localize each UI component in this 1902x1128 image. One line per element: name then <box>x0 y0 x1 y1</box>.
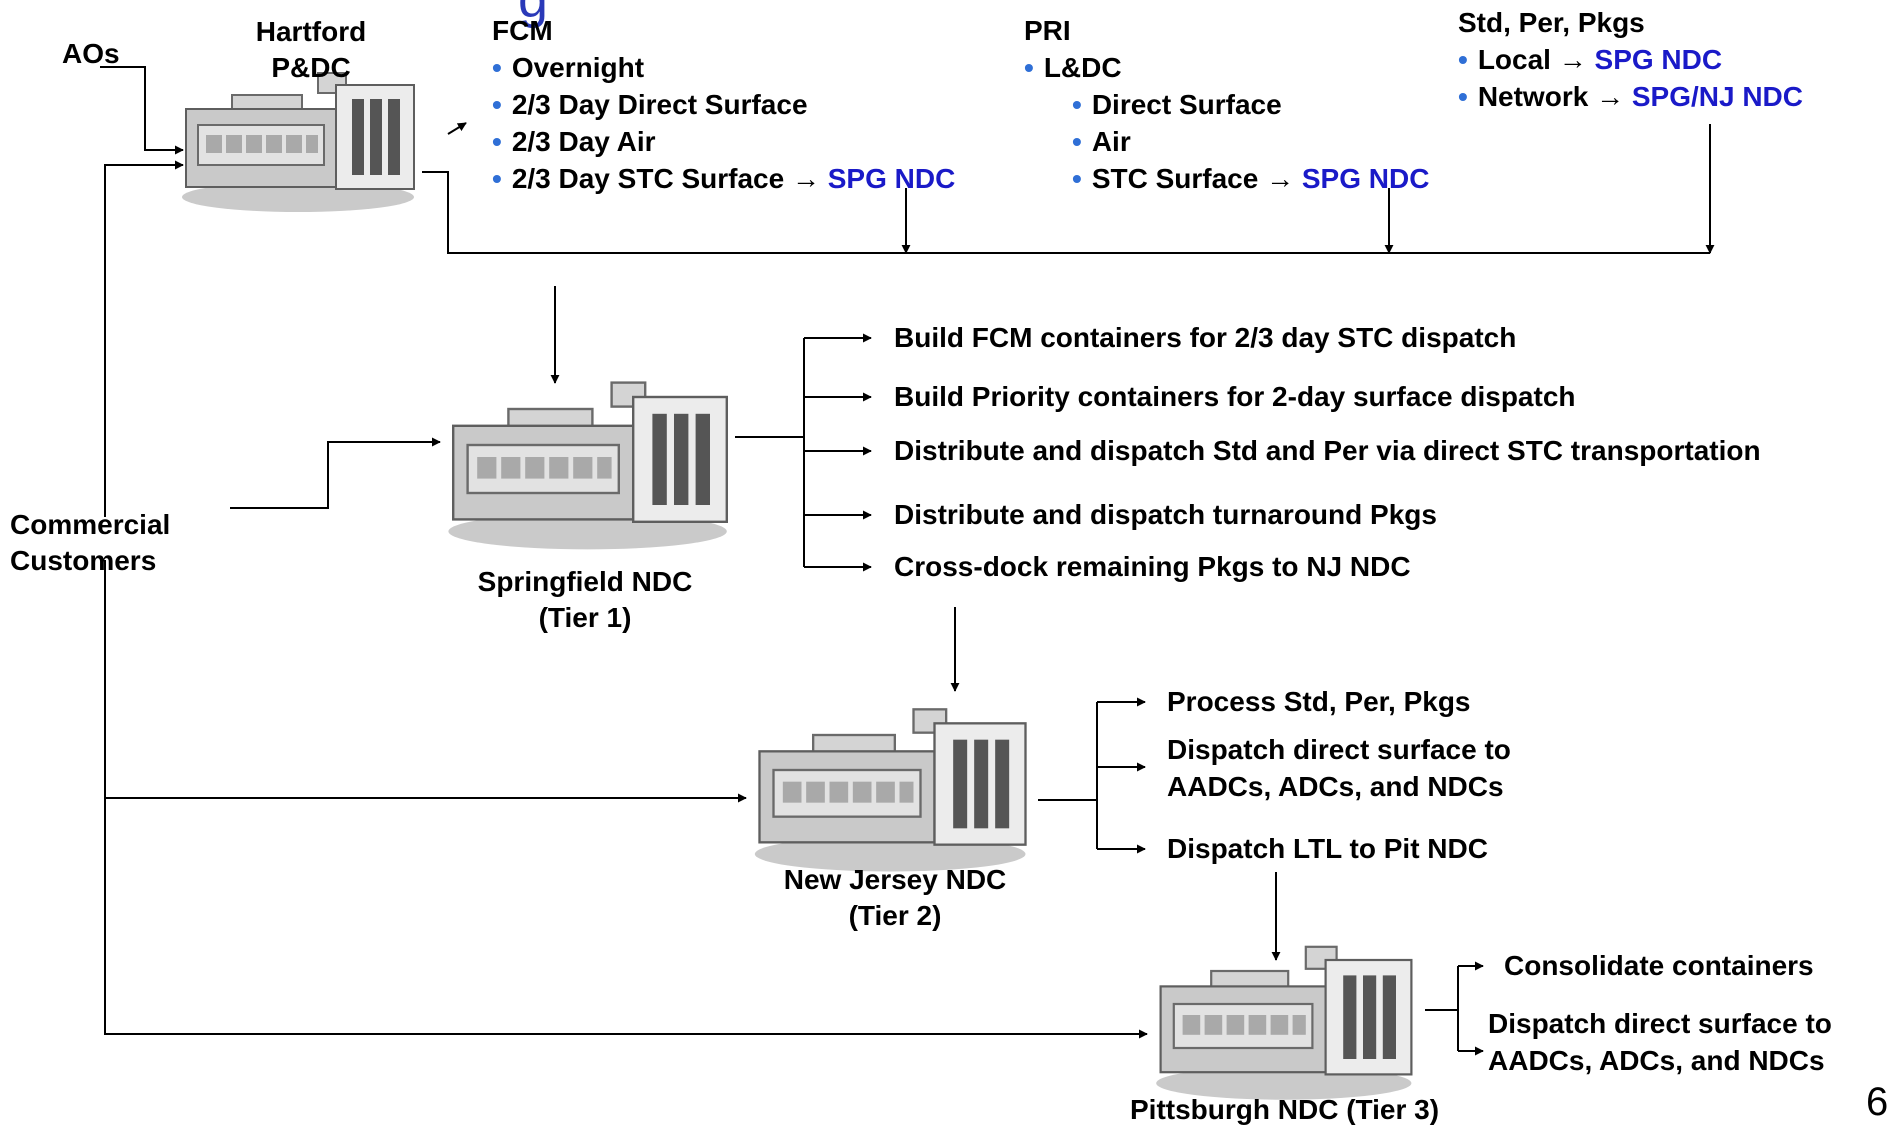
list-item: •2/3 Day STC Surface → SPG NDC <box>492 163 956 194</box>
pittsburgh-label: Pittsburgh NDC (Tier 3) <box>1130 1094 1440 1125</box>
pri-block: PRI •L&DC •Direct Surface •Air •STC Surf… <box>1024 12 1429 197</box>
springfield-action: Build Priority containers for 2-day surf… <box>894 381 1576 412</box>
page-number: 6 <box>1866 1080 1889 1124</box>
pittsburgh-building-icon <box>1150 938 1422 1103</box>
newjersey-label: New Jersey NDC(Tier 2) <box>783 864 1007 931</box>
list-item: •Network → SPG/NJ NDC <box>1458 81 1803 112</box>
list-item: •2/3 Day Direct Surface <box>492 89 808 120</box>
springfield-action: Distribute and dispatch Std and Per via … <box>894 435 1761 466</box>
fcm-block: FCM •Overnight •2/3 Day Direct Surface •… <box>492 12 955 197</box>
pit-action-consolidate: Consolidate containers <box>1504 950 1814 981</box>
nj-action-ltl: Dispatch LTL to Pit NDC <box>1167 833 1488 864</box>
pri-heading: PRI <box>1024 15 1071 46</box>
list-item: •STC Surface → SPG NDC <box>1072 163 1430 194</box>
list-item: •Air <box>1072 126 1131 157</box>
list-item: •2/3 Day Air <box>492 126 656 157</box>
newjersey-building-icon <box>750 700 1035 875</box>
hartford-building-icon <box>180 65 420 215</box>
springfield-action: Build FCM containers for 2/3 day STC dis… <box>894 322 1517 353</box>
springfield-building-icon <box>445 373 735 553</box>
list-item: •Overnight <box>492 52 645 83</box>
list-item: •Local → SPG NDC <box>1458 44 1723 75</box>
springfield-label: Springfield NDC(Tier 1) <box>477 566 693 633</box>
fcm-heading: FCM <box>492 15 553 46</box>
std-block: Std, Per, Pkgs •Local → SPG NDC •Network… <box>1458 4 1803 115</box>
list-item: •L&DC <box>1024 52 1122 83</box>
list-item: •Direct Surface <box>1072 89 1282 120</box>
title-fragment: g <box>518 0 548 26</box>
aos-label: AOs <box>62 38 120 69</box>
springfield-action: Distribute and dispatch turnaround Pkgs <box>894 499 1437 530</box>
nj-action-process: Process Std, Per, Pkgs <box>1167 686 1471 717</box>
springfield-action: Cross-dock remaining Pkgs to NJ NDC <box>894 551 1411 582</box>
std-heading: Std, Per, Pkgs <box>1458 7 1645 38</box>
